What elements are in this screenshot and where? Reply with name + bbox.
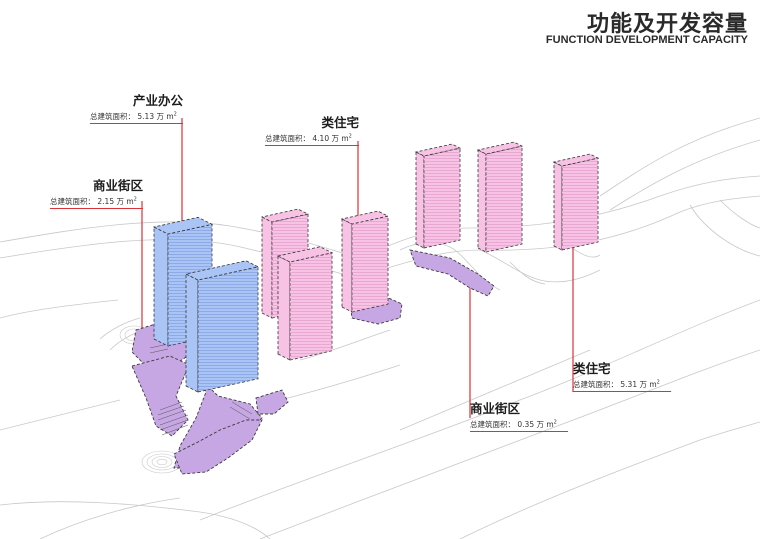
label-resi-right-area: 总建筑面积： 5.31 万 m2: [573, 379, 671, 390]
label-resi-center-unit-sup: 2: [348, 133, 352, 140]
label-resi-right-area-value: 5.31 万 m: [620, 380, 657, 389]
resi-tower-3: [340, 210, 390, 313]
label-retail-right-area-label: 总建筑面积：: [470, 420, 515, 429]
label-office: 产业办公 总建筑面积： 5.13 万 m2: [90, 90, 183, 124]
resi-tower-6-floor-lines: [562, 158, 598, 250]
resi-tower-5: [476, 141, 524, 253]
resi-tower-3-roof: [340, 210, 390, 225]
resi-tower-6-roof: [552, 153, 600, 167]
label-resi-right-area-label: 总建筑面积：: [573, 380, 618, 389]
resi-tower-4-left-face: [415, 151, 425, 249]
label-resi-center: 类住宅 总建筑面积： 4.10 万 m2: [265, 112, 359, 146]
label-resi-center-rule: [265, 145, 359, 146]
label-resi-center-area-label: 总建筑面积：: [265, 134, 310, 143]
resi-tower-5-roof: [476, 141, 524, 155]
resi-tower-5-floor-lines: [486, 146, 522, 252]
podium-tail: [255, 389, 289, 415]
label-retail-left-area: 总建筑面积： 2.15 万 m2: [50, 196, 143, 207]
label-retail-left: 商业街区 总建筑面积： 2.15 万 m2: [50, 175, 143, 209]
label-resi-right: 类住宅 总建筑面积： 5.31 万 m2: [573, 358, 671, 392]
label-retail-left-unit-sup: 2: [133, 196, 137, 203]
title-english: FUNCTION DEVELOPMENT CAPACITY: [545, 34, 748, 46]
label-retail-right-rule: [470, 431, 568, 432]
label-retail-right-area-value: 0.35 万 m: [517, 420, 554, 429]
strip-a: [409, 249, 495, 297]
label-resi-right-rule: [573, 391, 671, 392]
resi-tower-2: [276, 246, 334, 361]
office-tower-south: [184, 260, 260, 393]
label-retail-right-area: 总建筑面积： 0.35 万 m2: [470, 419, 568, 430]
label-resi-right-unit-sup: 2: [656, 379, 660, 386]
resi-tower-2-left-face: [277, 255, 291, 361]
resi-tower-4-roof: [414, 143, 462, 157]
office-tower-north-left-face: [153, 226, 169, 347]
resi-tower-6: [552, 153, 600, 251]
office-tower-north-roof: [152, 216, 214, 235]
label-resi-right-name: 类住宅: [573, 361, 611, 376]
office-tower-south-left-face: [185, 273, 199, 393]
label-office-rule: [90, 123, 183, 124]
label-office-area-label: 总建筑面积：: [90, 112, 135, 121]
label-retail-left-rule: [50, 208, 143, 209]
resi-tower-5-left-face: [477, 149, 487, 253]
label-resi-center-area: 总建筑面积： 4.10 万 m2: [265, 133, 359, 144]
resi-tower-4-floor-lines: [424, 148, 460, 248]
label-retail-right-unit-sup: 2: [553, 419, 557, 426]
label-retail-left-area-label: 总建筑面积：: [50, 197, 95, 206]
label-resi-center-area-value: 4.10 万 m: [312, 134, 349, 143]
label-retail-right-name: 商业街区: [470, 401, 521, 416]
office-tower-south-floor-lines: [198, 266, 258, 392]
label-office-area: 总建筑面积： 5.13 万 m2: [90, 111, 183, 122]
label-retail-left-area-value: 2.15 万 m: [97, 197, 134, 206]
label-retail-left-name: 商业街区: [92, 178, 143, 193]
label-office-area-value: 5.13 万 m: [137, 112, 174, 121]
resi-tower-2-roof: [276, 246, 334, 263]
podium-south: [173, 419, 263, 475]
resi-tower-4: [414, 143, 462, 249]
title-chinese: 功能及开发容量: [586, 12, 748, 37]
commercial-podium-left: [131, 321, 289, 475]
label-retail-right: 商业街区 总建筑面积： 0.35 万 m2: [470, 398, 568, 432]
resi-tower-3-floor-lines: [352, 216, 388, 312]
label-office-name: 产业办公: [132, 93, 183, 108]
resi-tower-2-floor-lines: [290, 252, 332, 360]
buildings-layer: [152, 141, 600, 393]
label-resi-center-name: 类住宅: [321, 115, 359, 130]
label-office-unit-sup: 2: [173, 111, 177, 118]
office-tower-south-roof: [184, 260, 260, 281]
resi-tower-6-left-face: [553, 161, 563, 251]
resi-tower-1-roof: [260, 208, 310, 223]
resi-tower-1-left-face: [261, 216, 273, 319]
resi-tower-3-left-face: [341, 218, 353, 313]
